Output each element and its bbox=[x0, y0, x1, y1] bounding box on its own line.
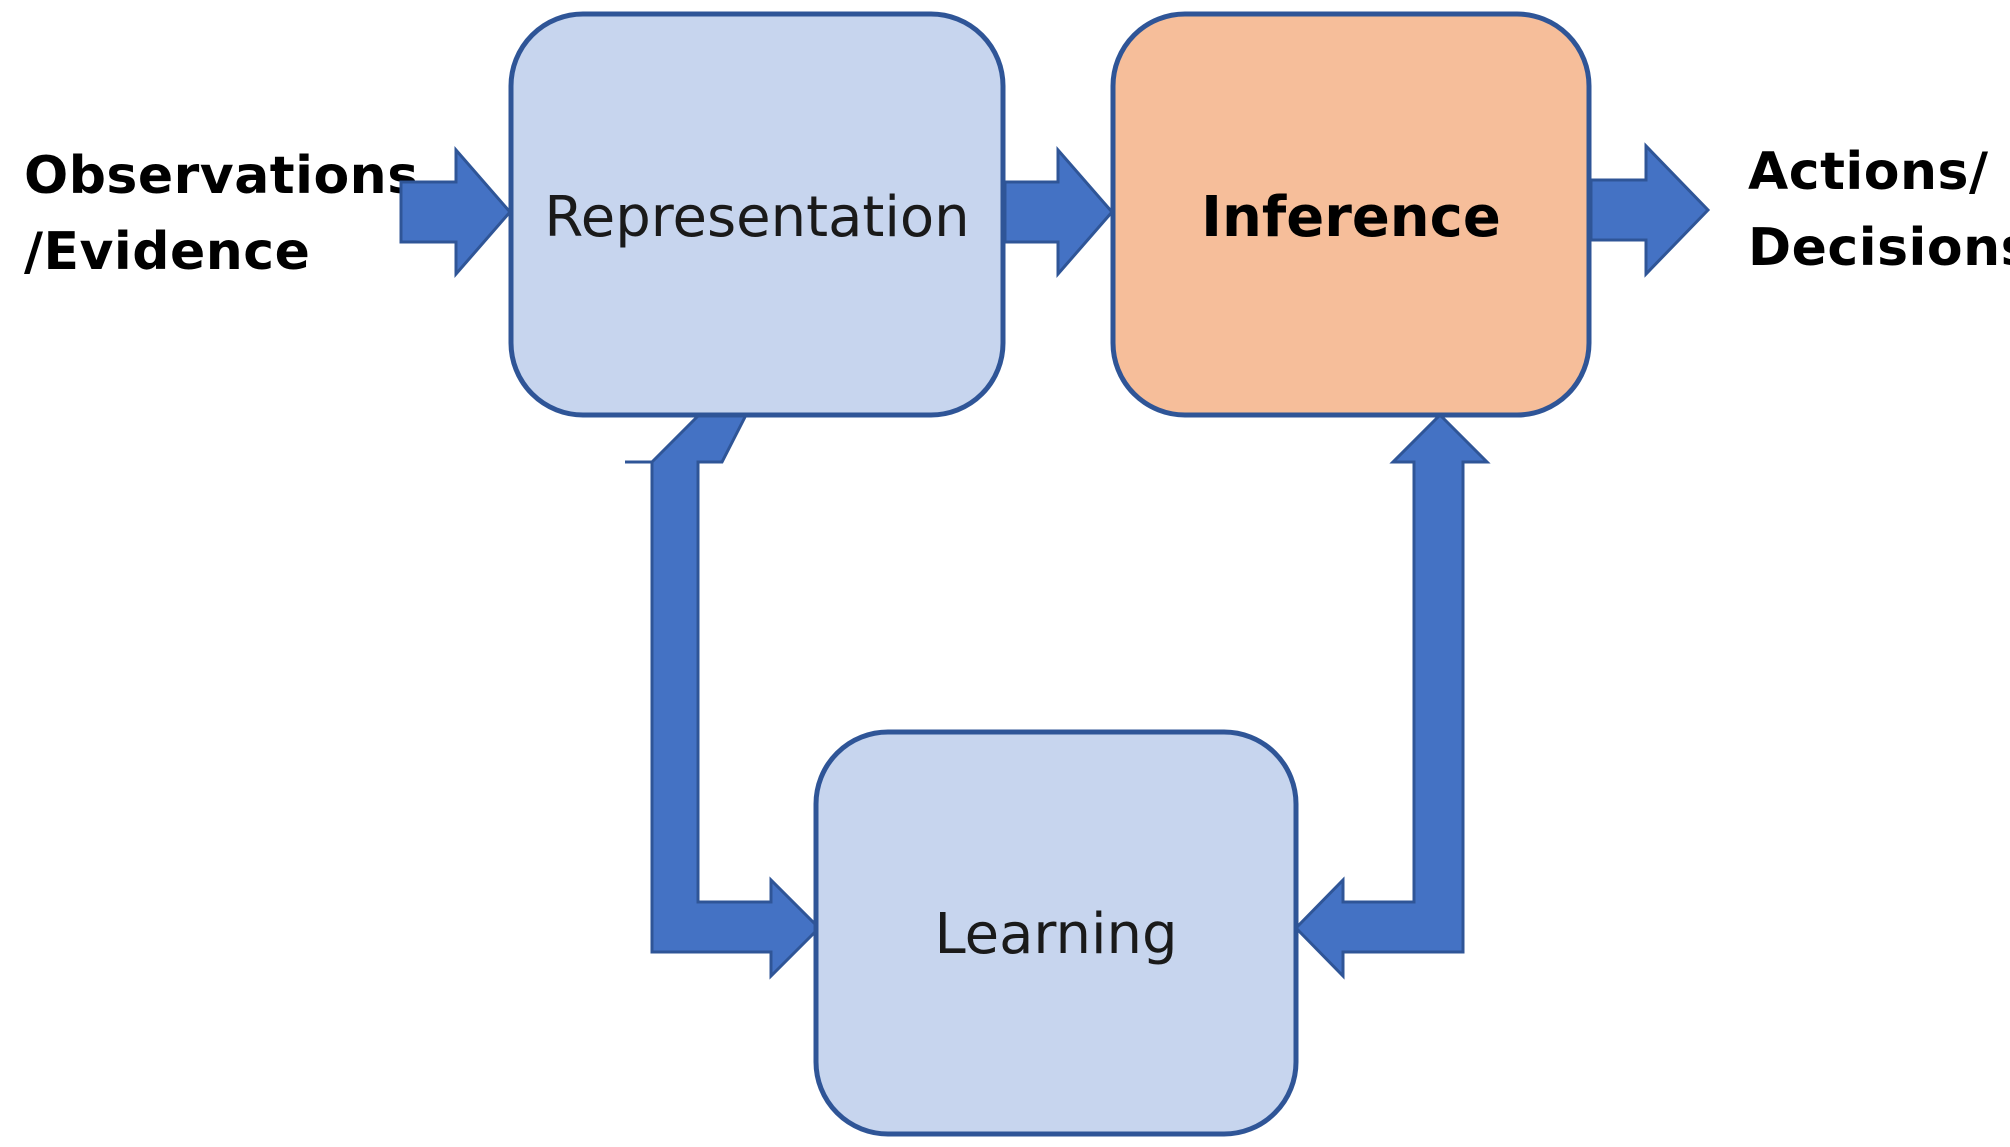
output-label: Actions/ Decisions bbox=[1748, 134, 2010, 286]
inference-label: Inference bbox=[1201, 185, 1501, 250]
learning-box bbox=[813, 729, 1299, 1137]
representation-learning-loop-arrow bbox=[625, 413, 822, 980]
representation-to-inference-arrow bbox=[1003, 145, 1114, 279]
output-label-line-1: Actions/ bbox=[1748, 142, 1989, 202]
representation-label: Representation bbox=[544, 185, 969, 250]
inference-learning-loop-arrow bbox=[1293, 412, 1491, 980]
output-arrow bbox=[1589, 142, 1711, 278]
input-label-line-1: Observations bbox=[24, 146, 419, 206]
representation-box bbox=[508, 11, 1006, 418]
learning-label: Learning bbox=[934, 902, 1177, 967]
input-label: Observations /Evidence bbox=[24, 138, 419, 290]
input-arrow bbox=[399, 145, 512, 279]
input-label-line-2: /Evidence bbox=[24, 222, 311, 282]
inference-box bbox=[1110, 11, 1592, 418]
output-label-line-2: Decisions bbox=[1748, 218, 2010, 278]
